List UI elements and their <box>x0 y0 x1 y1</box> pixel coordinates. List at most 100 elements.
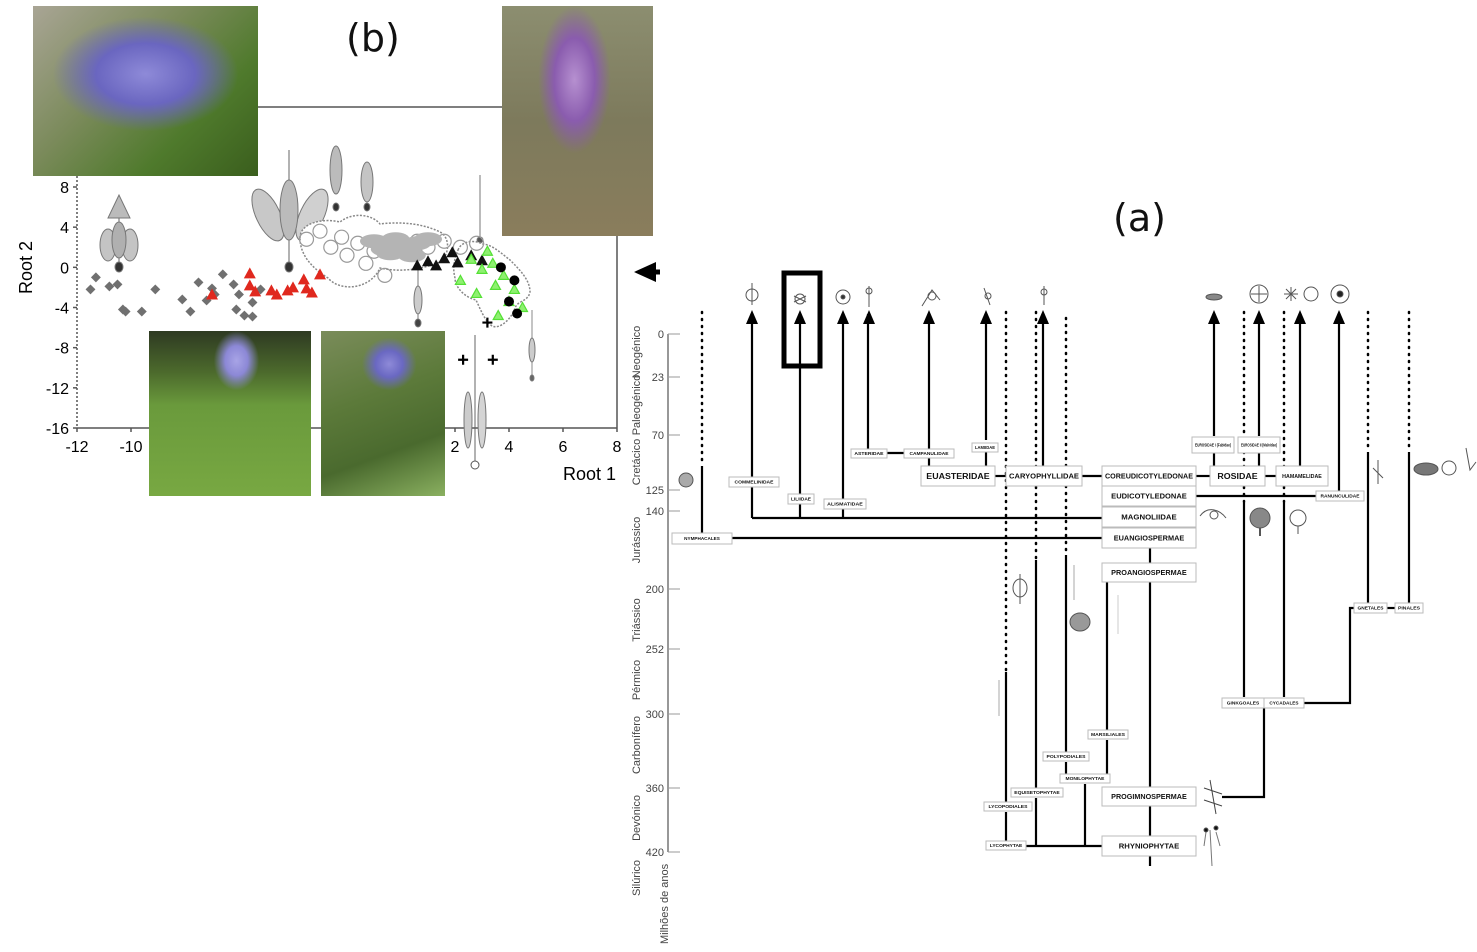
node-label: HAMAMELIDAE <box>1282 474 1322 480</box>
node-label: EUDICOTYLEDONAE <box>1111 494 1187 501</box>
data-point <box>475 263 489 274</box>
photo-scilla-meadow <box>149 331 311 496</box>
flower-sketch-icon <box>1249 284 1269 304</box>
data-point <box>438 252 451 264</box>
node-box <box>1101 506 1197 528</box>
node-label: LILIIDAE <box>791 497 811 502</box>
x-tick-label: 6 <box>559 439 568 456</box>
flower-sketch-icon <box>835 289 851 305</box>
plant-icon-far-right <box>528 310 536 382</box>
node-marsiliales: MARSILIALES <box>1087 729 1129 740</box>
node-ginkgoales: GINKGOALES <box>1221 697 1265 709</box>
node-label: LYCOPHYTAE <box>990 843 1022 848</box>
data-point <box>228 279 239 290</box>
node-box <box>1101 786 1197 807</box>
node-label: CARYOPHYLLIDAE <box>1009 474 1079 481</box>
data-point <box>487 354 498 365</box>
node-label: EUROSIDAE II (Malvidae) <box>1241 443 1277 448</box>
data-point <box>451 256 464 268</box>
data-point <box>397 248 426 263</box>
flower-sketch-icon <box>983 287 992 306</box>
group-black-circles <box>495 262 523 319</box>
node-label: GNETALES <box>1358 606 1384 611</box>
y-tick-label: -8 <box>55 341 69 358</box>
node-nymphacales: NYMPHACALES <box>671 532 733 545</box>
group-crosses <box>458 317 498 365</box>
node-label: ROSIDAE <box>1217 472 1258 481</box>
node-box <box>1042 751 1090 762</box>
time-tick-label: 125 <box>646 485 664 497</box>
data-point <box>465 253 478 264</box>
x-tick-label: 2 <box>451 439 460 456</box>
x-tick-label: 4 <box>505 439 514 456</box>
y-tick-label: -4 <box>55 301 69 318</box>
flower-sketch-icon <box>1330 284 1350 304</box>
data-point <box>512 308 523 319</box>
node-label: MARSILIALES <box>1091 732 1125 737</box>
data-point <box>217 269 228 280</box>
node-label: COREUDICOTYLEDONAE <box>1105 474 1193 481</box>
node-label: NYMPHACALES <box>684 536 720 541</box>
node-progimnospermae: PROGIMNOSPERMAE <box>1101 786 1197 807</box>
node-equisetophytae: EQUISETOPHYTAE <box>1010 787 1064 798</box>
group-gray-diamonds <box>85 269 266 322</box>
flower-sketch-icon <box>1040 286 1048 305</box>
photo-scilla-peruviana <box>33 6 258 176</box>
time-tick-label: 300 <box>646 709 664 721</box>
node-lycophytae: LYCOPHYTAE <box>985 840 1027 851</box>
data-point <box>297 273 310 285</box>
node-magnoliidae: MAGNOLIIDAE <box>1101 506 1197 528</box>
node-label: CAMPANULIDAE <box>910 451 949 456</box>
plant-icon-bottom <box>463 335 487 470</box>
lily-sketch-icon <box>793 293 807 305</box>
node-label: MAGNOLIIDAE <box>1121 515 1177 522</box>
data-point <box>239 310 250 321</box>
y-tick-label: -12 <box>46 381 69 398</box>
node-liliidae: LILIIDAE <box>787 493 815 505</box>
data-point <box>486 257 499 268</box>
time-tick-label: 420 <box>646 847 664 859</box>
node-polypodiales: POLYPODIALES <box>1042 751 1090 762</box>
x-tick-label: 8 <box>613 439 622 456</box>
lineage-arrowhead <box>980 310 992 324</box>
node-box <box>903 448 955 459</box>
node-monilophytae: MONILOPHYTAE <box>1059 773 1111 784</box>
data-point <box>206 288 218 300</box>
node-label: RANUNCULIDAE <box>1321 494 1360 499</box>
flower-sketch-icon <box>921 289 941 307</box>
data-point <box>454 274 467 285</box>
node-box <box>1101 485 1197 507</box>
data-point <box>495 262 506 273</box>
node-caryophyllidae: CARYOPHYLLIDAE <box>1005 465 1083 487</box>
panel-b: (b) <box>0 0 660 500</box>
data-point <box>504 296 514 307</box>
data-point <box>489 279 502 291</box>
node-box <box>920 465 996 487</box>
flower-sketch-icon <box>745 283 759 305</box>
time-tick-label: 200 <box>646 584 664 596</box>
star-flower-sketch-icon <box>1284 287 1298 301</box>
lineage-arrowhead <box>1294 310 1306 324</box>
period-label: Carbonífero <box>631 716 643 774</box>
data-point <box>243 279 256 291</box>
period-label: Neogénico <box>631 326 643 379</box>
lineage-arrowhead <box>837 310 849 324</box>
node-campanulidae: CAMPANULIDAE <box>903 448 955 459</box>
plant-silhouette-icons <box>99 145 536 470</box>
data-point <box>323 239 339 255</box>
node-euangiospermae: EUANGIOSPERMAE <box>1101 527 1197 549</box>
y-tick-label: -16 <box>46 421 69 438</box>
node-box <box>1263 697 1305 709</box>
node-box <box>1191 436 1235 454</box>
time-tick-label: 0 <box>658 329 664 341</box>
period-label: Paleogénico <box>631 375 643 436</box>
solid-lineages <box>700 314 1411 866</box>
node-gnetales: GNETALES <box>1353 602 1388 614</box>
tree-nodes: COREUDICOTYLEDONAE EUDICOTYLEDONAE MAGNOLI… <box>671 436 1424 857</box>
period-label: Cretácico <box>631 439 643 485</box>
node-asteridae: ASTERIDAE <box>850 448 888 459</box>
y-tick-label: 8 <box>60 180 69 197</box>
fern-sketch-icon <box>1069 612 1091 632</box>
